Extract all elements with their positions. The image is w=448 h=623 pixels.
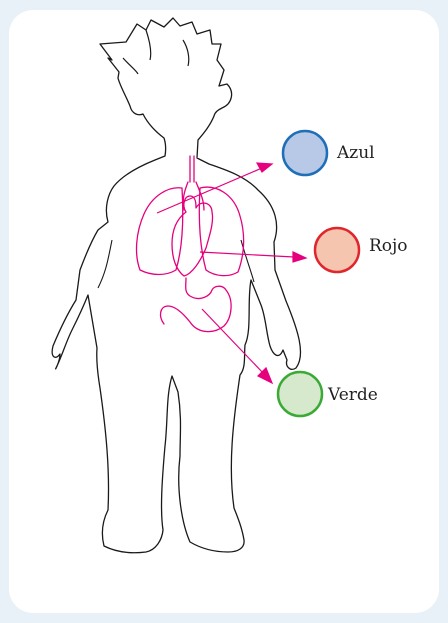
verde-circle: [278, 372, 322, 416]
label-verde: Verde: [328, 387, 378, 404]
rojo-circle: [315, 228, 359, 272]
azul-circle: [283, 131, 327, 175]
label-rojo: Rojo: [369, 238, 408, 255]
arrow-rojo-head: [293, 252, 306, 262]
arrow-azul-head: [257, 163, 272, 172]
label-azul: Azul: [337, 145, 375, 162]
child-silhouette: [52, 18, 300, 553]
